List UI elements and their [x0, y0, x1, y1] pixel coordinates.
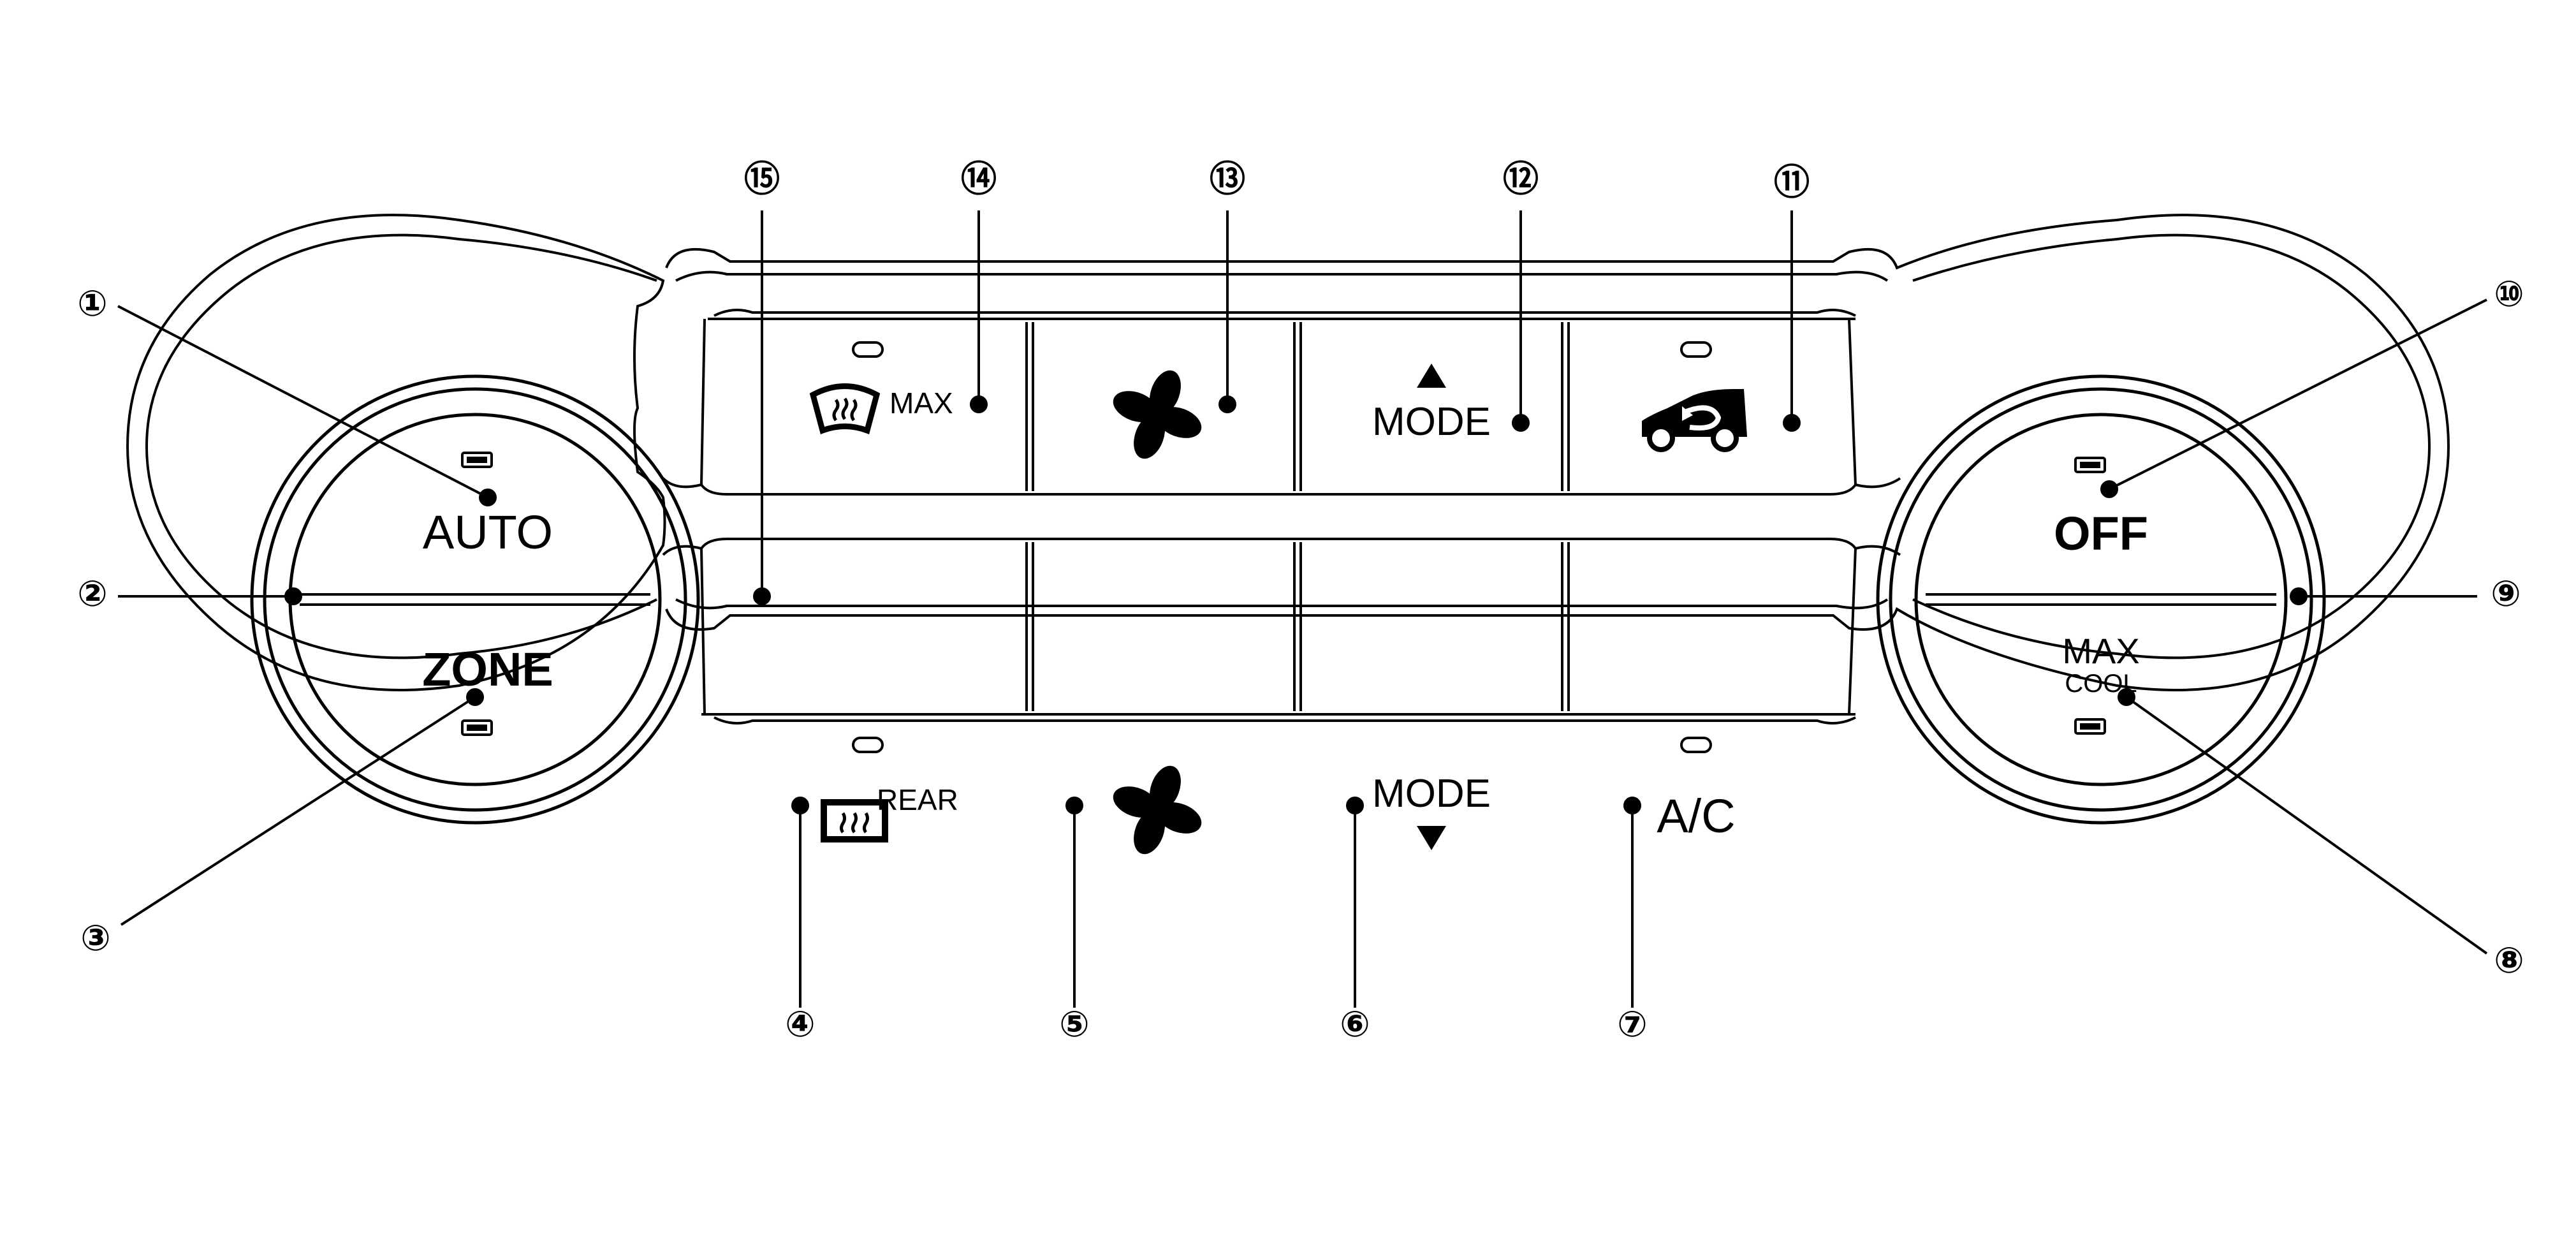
- triangle-down-icon: [1417, 826, 1446, 850]
- callout-9: ⑨: [2491, 573, 2521, 614]
- max-cool-label-top: MAX: [2062, 631, 2139, 671]
- mode-up-button[interactable]: MODE: [1372, 364, 1491, 444]
- zone-button[interactable]: ZONE: [422, 643, 553, 736]
- callout-numbers: ① ② ③ ④ ⑤ ⑥ ⑦ ⑧ ⑨ ⑩ ⑪ ⑫ ⑬ ⑭ ⑮: [77, 159, 2524, 1044]
- off-indicator-icon: [2074, 457, 2106, 473]
- air-recirculation-button[interactable]: [1642, 341, 1747, 452]
- auto-button[interactable]: AUTO: [423, 452, 553, 559]
- callout-14: ⑭: [961, 159, 997, 199]
- auto-label: AUTO: [423, 506, 553, 559]
- fan-icon: [1108, 365, 1206, 464]
- mode-down-label: MODE: [1372, 772, 1491, 816]
- off-label: OFF: [2054, 507, 2148, 560]
- callout-12: ⑫: [1503, 159, 1539, 199]
- fan-icon-bottom: [1108, 761, 1206, 859]
- recirculation-indicator-icon: [1680, 341, 1712, 358]
- front-defroster-button[interactable]: MAX: [809, 341, 953, 434]
- rear-defroster-suffix: REAR: [877, 783, 958, 816]
- fan-speed-up-button[interactable]: [1108, 365, 1206, 464]
- zone-label: ZONE: [422, 643, 553, 696]
- zone-indicator-icon: [461, 719, 493, 736]
- callout-10: ⑩: [2494, 274, 2524, 314]
- callout-1: ①: [77, 283, 107, 323]
- callout-3: ③: [80, 918, 110, 958]
- rear-defroster-icon: [821, 799, 888, 842]
- callout-6: ⑥: [1340, 1004, 1370, 1044]
- off-button[interactable]: OFF: [2054, 457, 2148, 560]
- callout-4: ④: [785, 1004, 815, 1044]
- max-cool-button[interactable]: MAX COOL: [2062, 631, 2140, 735]
- callout-2: ②: [77, 573, 107, 614]
- rear-defroster-indicator-icon: [852, 737, 884, 753]
- auto-indicator-icon: [461, 452, 493, 468]
- max-cool-indicator-icon: [2074, 718, 2106, 735]
- mode-down-button[interactable]: MODE: [1372, 772, 1491, 850]
- front-defroster-suffix: MAX: [889, 386, 953, 420]
- ac-indicator-icon: [1680, 737, 1712, 753]
- rear-defroster-button[interactable]: REAR: [821, 737, 958, 842]
- ac-button[interactable]: A/C: [1657, 737, 1736, 842]
- callout-5: ⑤: [1059, 1004, 1089, 1044]
- triangle-up-icon: [1417, 364, 1446, 388]
- callout-7: ⑦: [1617, 1004, 1647, 1044]
- callout-leaders: [117, 210, 2488, 1008]
- right-dial: [1876, 374, 2326, 825]
- callout-15: ⑮: [744, 159, 780, 199]
- callout-8: ⑧: [2494, 940, 2524, 980]
- top-button-strip: [662, 309, 1901, 496]
- fan-speed-down-button[interactable]: [1108, 761, 1206, 859]
- front-defroster-icon: [809, 383, 881, 434]
- callout-11: ⑪: [1774, 162, 1810, 202]
- left-dial: [250, 374, 700, 825]
- bottom-button-strip: [662, 538, 1901, 725]
- callout-13: ⑬: [1210, 159, 1245, 199]
- ac-label: A/C: [1657, 790, 1735, 842]
- front-defroster-indicator-icon: [852, 341, 884, 358]
- air-recirculation-icon: [1642, 389, 1747, 452]
- mode-up-label: MODE: [1372, 400, 1491, 444]
